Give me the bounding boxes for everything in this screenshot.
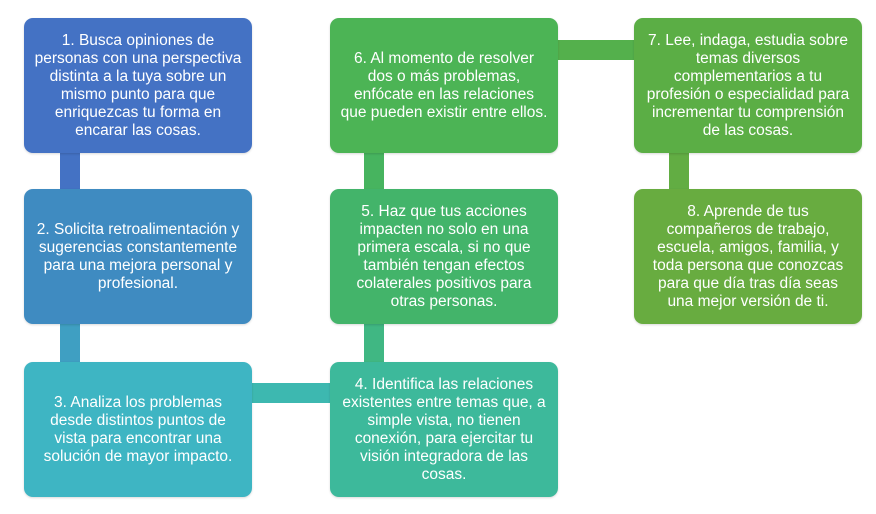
step-8-box: 8. Aprende de tus compañeros de trabajo,… [634, 189, 862, 324]
step-2-text: 2. Solicita retroalimentación y sugerenc… [36, 220, 240, 292]
connector-2-3 [60, 323, 80, 363]
connector-5-6 [364, 152, 384, 190]
step-6-text: 6. Al momento de resolver dos o más prob… [340, 49, 548, 121]
step-1-box: 1. Busca opiniones de personas con una p… [24, 18, 252, 153]
step-4-text: 4. Identifica las relaciones existentes … [342, 375, 546, 483]
connector-3-4 [250, 383, 332, 403]
step-4-box: 4. Identifica las relaciones existentes … [330, 362, 558, 497]
connector-4-5 [364, 323, 384, 363]
step-7-box: 7. Lee, indaga, estudia sobre temas dive… [634, 18, 862, 153]
step-6-box: 6. Al momento de resolver dos o más prob… [330, 18, 558, 153]
step-2-box: 2. Solicita retroalimentación y sugerenc… [24, 189, 252, 324]
step-7-text: 7. Lee, indaga, estudia sobre temas dive… [646, 31, 850, 139]
connector-6-7 [555, 40, 637, 60]
step-5-box: 5. Haz que tus acciones impacten no solo… [330, 189, 558, 324]
step-3-text: 3. Analiza los problemas desde distintos… [43, 393, 233, 465]
step-5-text: 5. Haz que tus acciones impacten no solo… [356, 202, 532, 310]
step-3-box: 3. Analiza los problemas desde distintos… [24, 362, 252, 497]
step-8-text: 8. Aprende de tus compañeros de trabajo,… [652, 202, 844, 310]
connector-1-2 [60, 152, 80, 190]
step-1-text: 1. Busca opiniones de personas con una p… [34, 31, 242, 139]
connector-7-8 [669, 152, 689, 190]
